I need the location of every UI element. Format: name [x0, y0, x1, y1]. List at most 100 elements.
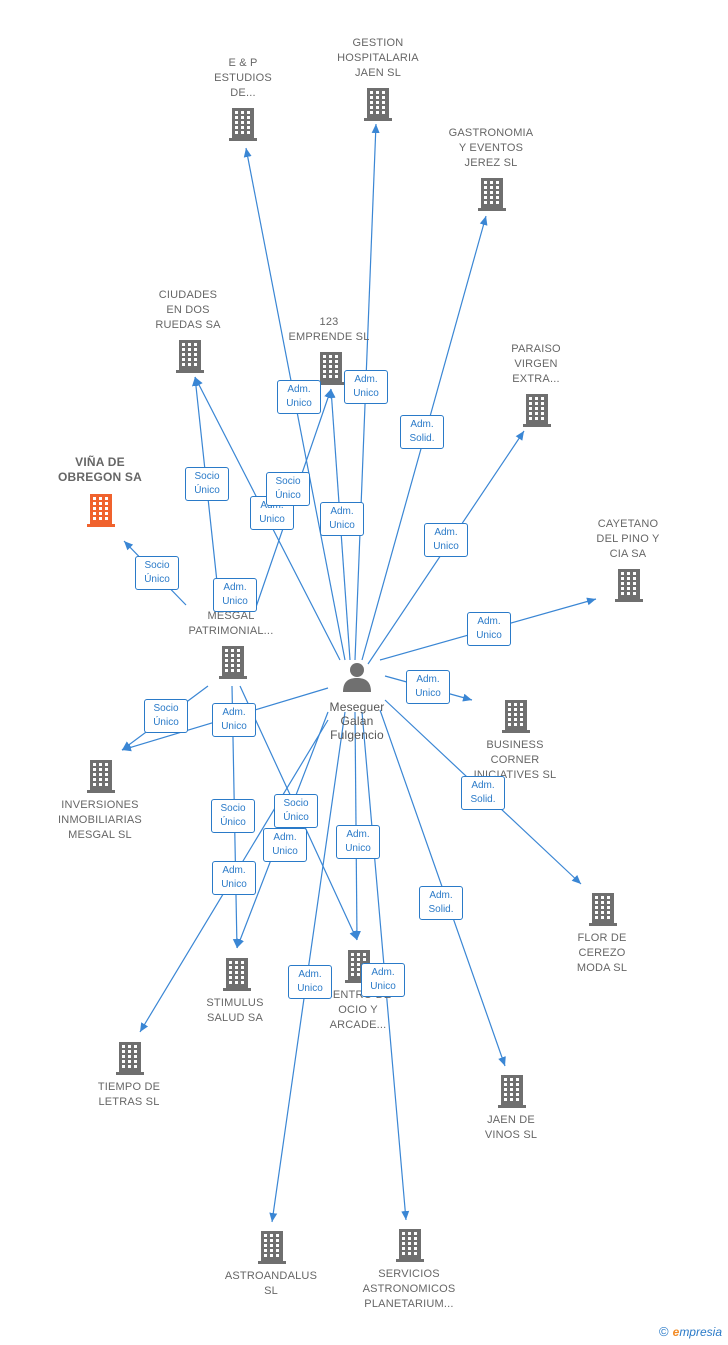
- edge-label-person-to-gastro[interactable]: Adm. Solid.: [400, 415, 444, 449]
- node-label-line: JAEN SL: [354, 67, 402, 79]
- node-label-line: MESGAL SL: [68, 829, 132, 841]
- edge-label-person-to-gestion[interactable]: Adm.Unico: [344, 370, 388, 404]
- building-icon-inversiones[interactable]: [87, 760, 115, 793]
- node-label-line: CAYETANO: [597, 518, 659, 530]
- edge-label-line: Adm.: [223, 582, 247, 593]
- edge-label-person-to-ciudades[interactable]: Adm.Unico: [277, 380, 321, 414]
- building-icon-ep[interactable]: [229, 108, 257, 141]
- edge-label-person-to-flor[interactable]: Adm.Solid.: [461, 776, 505, 810]
- node-label-line: MODA SL: [576, 962, 628, 974]
- building-icon-vina[interactable]: [87, 494, 115, 527]
- building-icon-cayetano[interactable]: [615, 569, 643, 602]
- edge-label-person-to-paraiso[interactable]: Adm.Unico: [424, 523, 468, 557]
- edge-label-line: Socio: [153, 703, 179, 714]
- edge-label-person-to-emprende[interactable]: Adm.Unico: [320, 502, 364, 536]
- edge-label-line: Socio: [220, 803, 246, 814]
- node-label-line: SL: [264, 1285, 278, 1297]
- edge-label-person-to-centro[interactable]: Adm.Unico: [336, 825, 380, 859]
- edge-label-person-to-stimulus[interactable]: Adm.Unico: [263, 828, 307, 862]
- person-icon[interactable]: [343, 663, 371, 692]
- brand-name: mpresia: [679, 1325, 722, 1339]
- node-label-line: 123: [319, 316, 339, 328]
- edge-label-person-to-servicios[interactable]: Adm. Unico: [361, 963, 405, 997]
- node-label-line: ARCADE...: [329, 1019, 387, 1031]
- building-icon-jaenvinos[interactable]: [498, 1075, 526, 1108]
- building-icon-flor[interactable]: [589, 893, 617, 926]
- edge-label-line: Socio: [194, 471, 220, 482]
- node-label-line: EXTRA...: [512, 373, 560, 385]
- edge-label-line: Unico: [370, 981, 396, 992]
- building-icon-gastro[interactable]: [478, 178, 506, 211]
- node-label-line: EN DOS: [166, 304, 210, 316]
- edge-label-person-to-tiempo[interactable]: Adm.Unico: [212, 861, 256, 895]
- node-label-line: CORNER: [490, 754, 540, 766]
- edge-label-line: Adm.: [434, 527, 458, 538]
- edge-label-person-to-cayetano[interactable]: Adm.Unico: [467, 612, 511, 646]
- building-icon-ciudades[interactable]: [176, 340, 204, 373]
- edge-label-line: Adm.: [354, 374, 378, 385]
- node-label-line: VIÑA DE: [75, 455, 125, 469]
- edge-label-person-to-astro[interactable]: Adm.Unico: [288, 965, 332, 999]
- node-label-line: OCIO Y: [338, 1004, 378, 1016]
- building-icon-business[interactable]: [502, 700, 530, 733]
- edge-label-person-to-inversiones[interactable]: Adm.Unico: [212, 703, 256, 737]
- node-label-line: JEREZ SL: [464, 157, 518, 169]
- edge-label-line: Adm.: [410, 419, 434, 430]
- nodes-layer: [87, 88, 643, 1264]
- edge-label-person-to-business[interactable]: Adm.Unico: [406, 670, 450, 704]
- edge-label-line: Adm.: [371, 967, 395, 978]
- node-label-line: DE...: [230, 87, 256, 99]
- edge-label-person-to-jaenvinos[interactable]: Adm.Solid.: [419, 886, 463, 920]
- edge-label-line: Socio: [275, 476, 301, 487]
- node-label-line: STIMULUS: [206, 997, 264, 1009]
- node-label-line: PATRIMONIAL...: [188, 625, 274, 637]
- edge-label-line: Adm.: [273, 832, 297, 843]
- node-label-line: MESGAL: [207, 610, 255, 622]
- edge-label-line: Único: [275, 490, 301, 501]
- building-icon-emprende[interactable]: [317, 352, 345, 385]
- building-icon-stimulus[interactable]: [223, 958, 251, 991]
- copyright-symbol: ©: [659, 1324, 669, 1339]
- building-icon-gestion[interactable]: [364, 88, 392, 121]
- node-label-line: E & P: [228, 57, 258, 69]
- edge-label-person-to-inversiones[interactable]: Adm.Unico: [213, 578, 257, 612]
- node-label-jaenvinos[interactable]: JAEN DE VINOS SL: [446, 1113, 576, 1143]
- building-icon-servicios[interactable]: [396, 1229, 424, 1262]
- empresia-watermark[interactable]: ©empresia: [659, 1324, 722, 1339]
- building-icon-tiempo[interactable]: [116, 1042, 144, 1075]
- node-label-line: JAEN DE: [487, 1114, 535, 1126]
- edge-label-line: Solid.: [409, 433, 435, 444]
- node-label-line: EMPRENDE SL: [288, 331, 370, 343]
- node-label-line: INVERSIONES: [61, 799, 139, 811]
- building-icon-mesgalpat[interactable]: [219, 646, 247, 679]
- building-icon-paraiso[interactable]: [523, 394, 551, 427]
- node-label-line: CIUDADES: [158, 289, 218, 301]
- building-icon-astro[interactable]: [258, 1231, 286, 1264]
- node-label-line: VINOS SL: [484, 1129, 538, 1141]
- edge-label-line: Unico: [329, 520, 355, 531]
- node-label-line: TIEMPO DE: [97, 1081, 161, 1093]
